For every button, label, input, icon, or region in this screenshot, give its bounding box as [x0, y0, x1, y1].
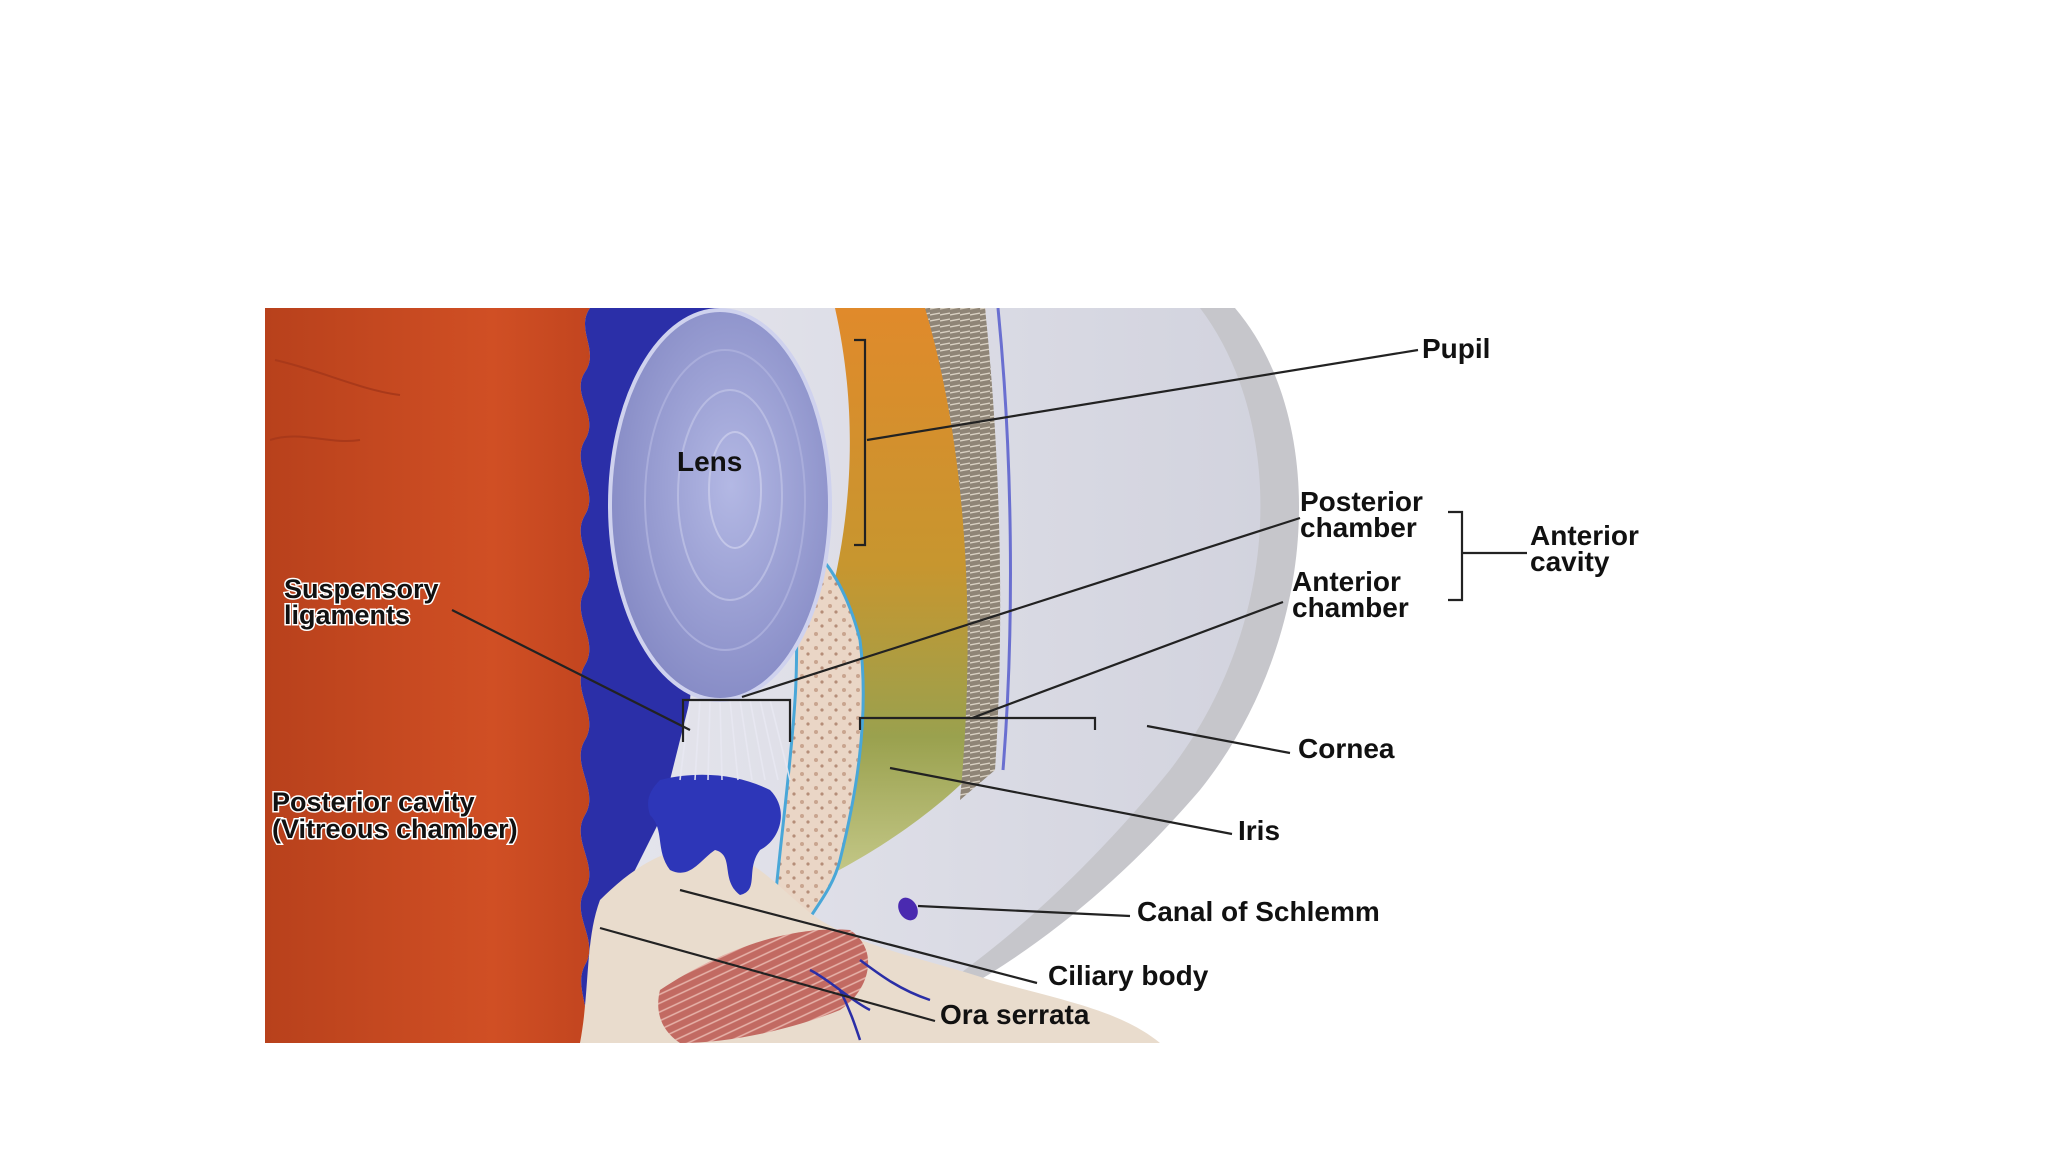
eye-illustration	[265, 308, 1565, 1043]
vitreous-chamber	[265, 308, 590, 1043]
label-posterior-chamber-line2: chamber	[1300, 512, 1417, 543]
label-suspensory-line1: Suspensory	[284, 574, 439, 604]
label-lens: Lens	[677, 446, 742, 477]
lens-shape	[608, 308, 832, 702]
labels: Pupil Lens Posterior chamber Anterior ch…	[271, 333, 1640, 1030]
label-suspensory-line2: ligaments	[284, 600, 410, 630]
label-cornea: Cornea	[1298, 733, 1395, 764]
label-iris: Iris	[1238, 815, 1280, 846]
label-anterior-chamber-line1: Anterior	[1292, 566, 1401, 597]
label-posterior-chamber-line1: Posterior	[1300, 486, 1423, 517]
label-ciliary-body: Ciliary body	[1048, 960, 1209, 991]
label-anterior-cavity-line1: Anterior	[1530, 520, 1639, 551]
label-ora-serrata: Ora serrata	[940, 999, 1090, 1030]
label-canal-of-schlemm: Canal of Schlemm	[1137, 896, 1380, 927]
suspensory-ligament-fibers	[679, 699, 791, 781]
label-posterior-cavity-line2: (Vitreous chamber)	[272, 814, 518, 844]
canal-of-schlemm	[898, 897, 918, 921]
ciliary-processes	[648, 774, 781, 895]
leader-lines	[451, 338, 1527, 1023]
label-posterior-cavity-line1: Posterior cavity	[272, 787, 475, 817]
cornea-fibers	[925, 308, 1001, 800]
label-anterior-chamber-line2: chamber	[1292, 592, 1409, 623]
ciliary-muscle	[658, 929, 869, 1043]
label-anterior-cavity-line2: cavity	[1530, 546, 1610, 577]
label-pupil: Pupil	[1422, 333, 1490, 364]
